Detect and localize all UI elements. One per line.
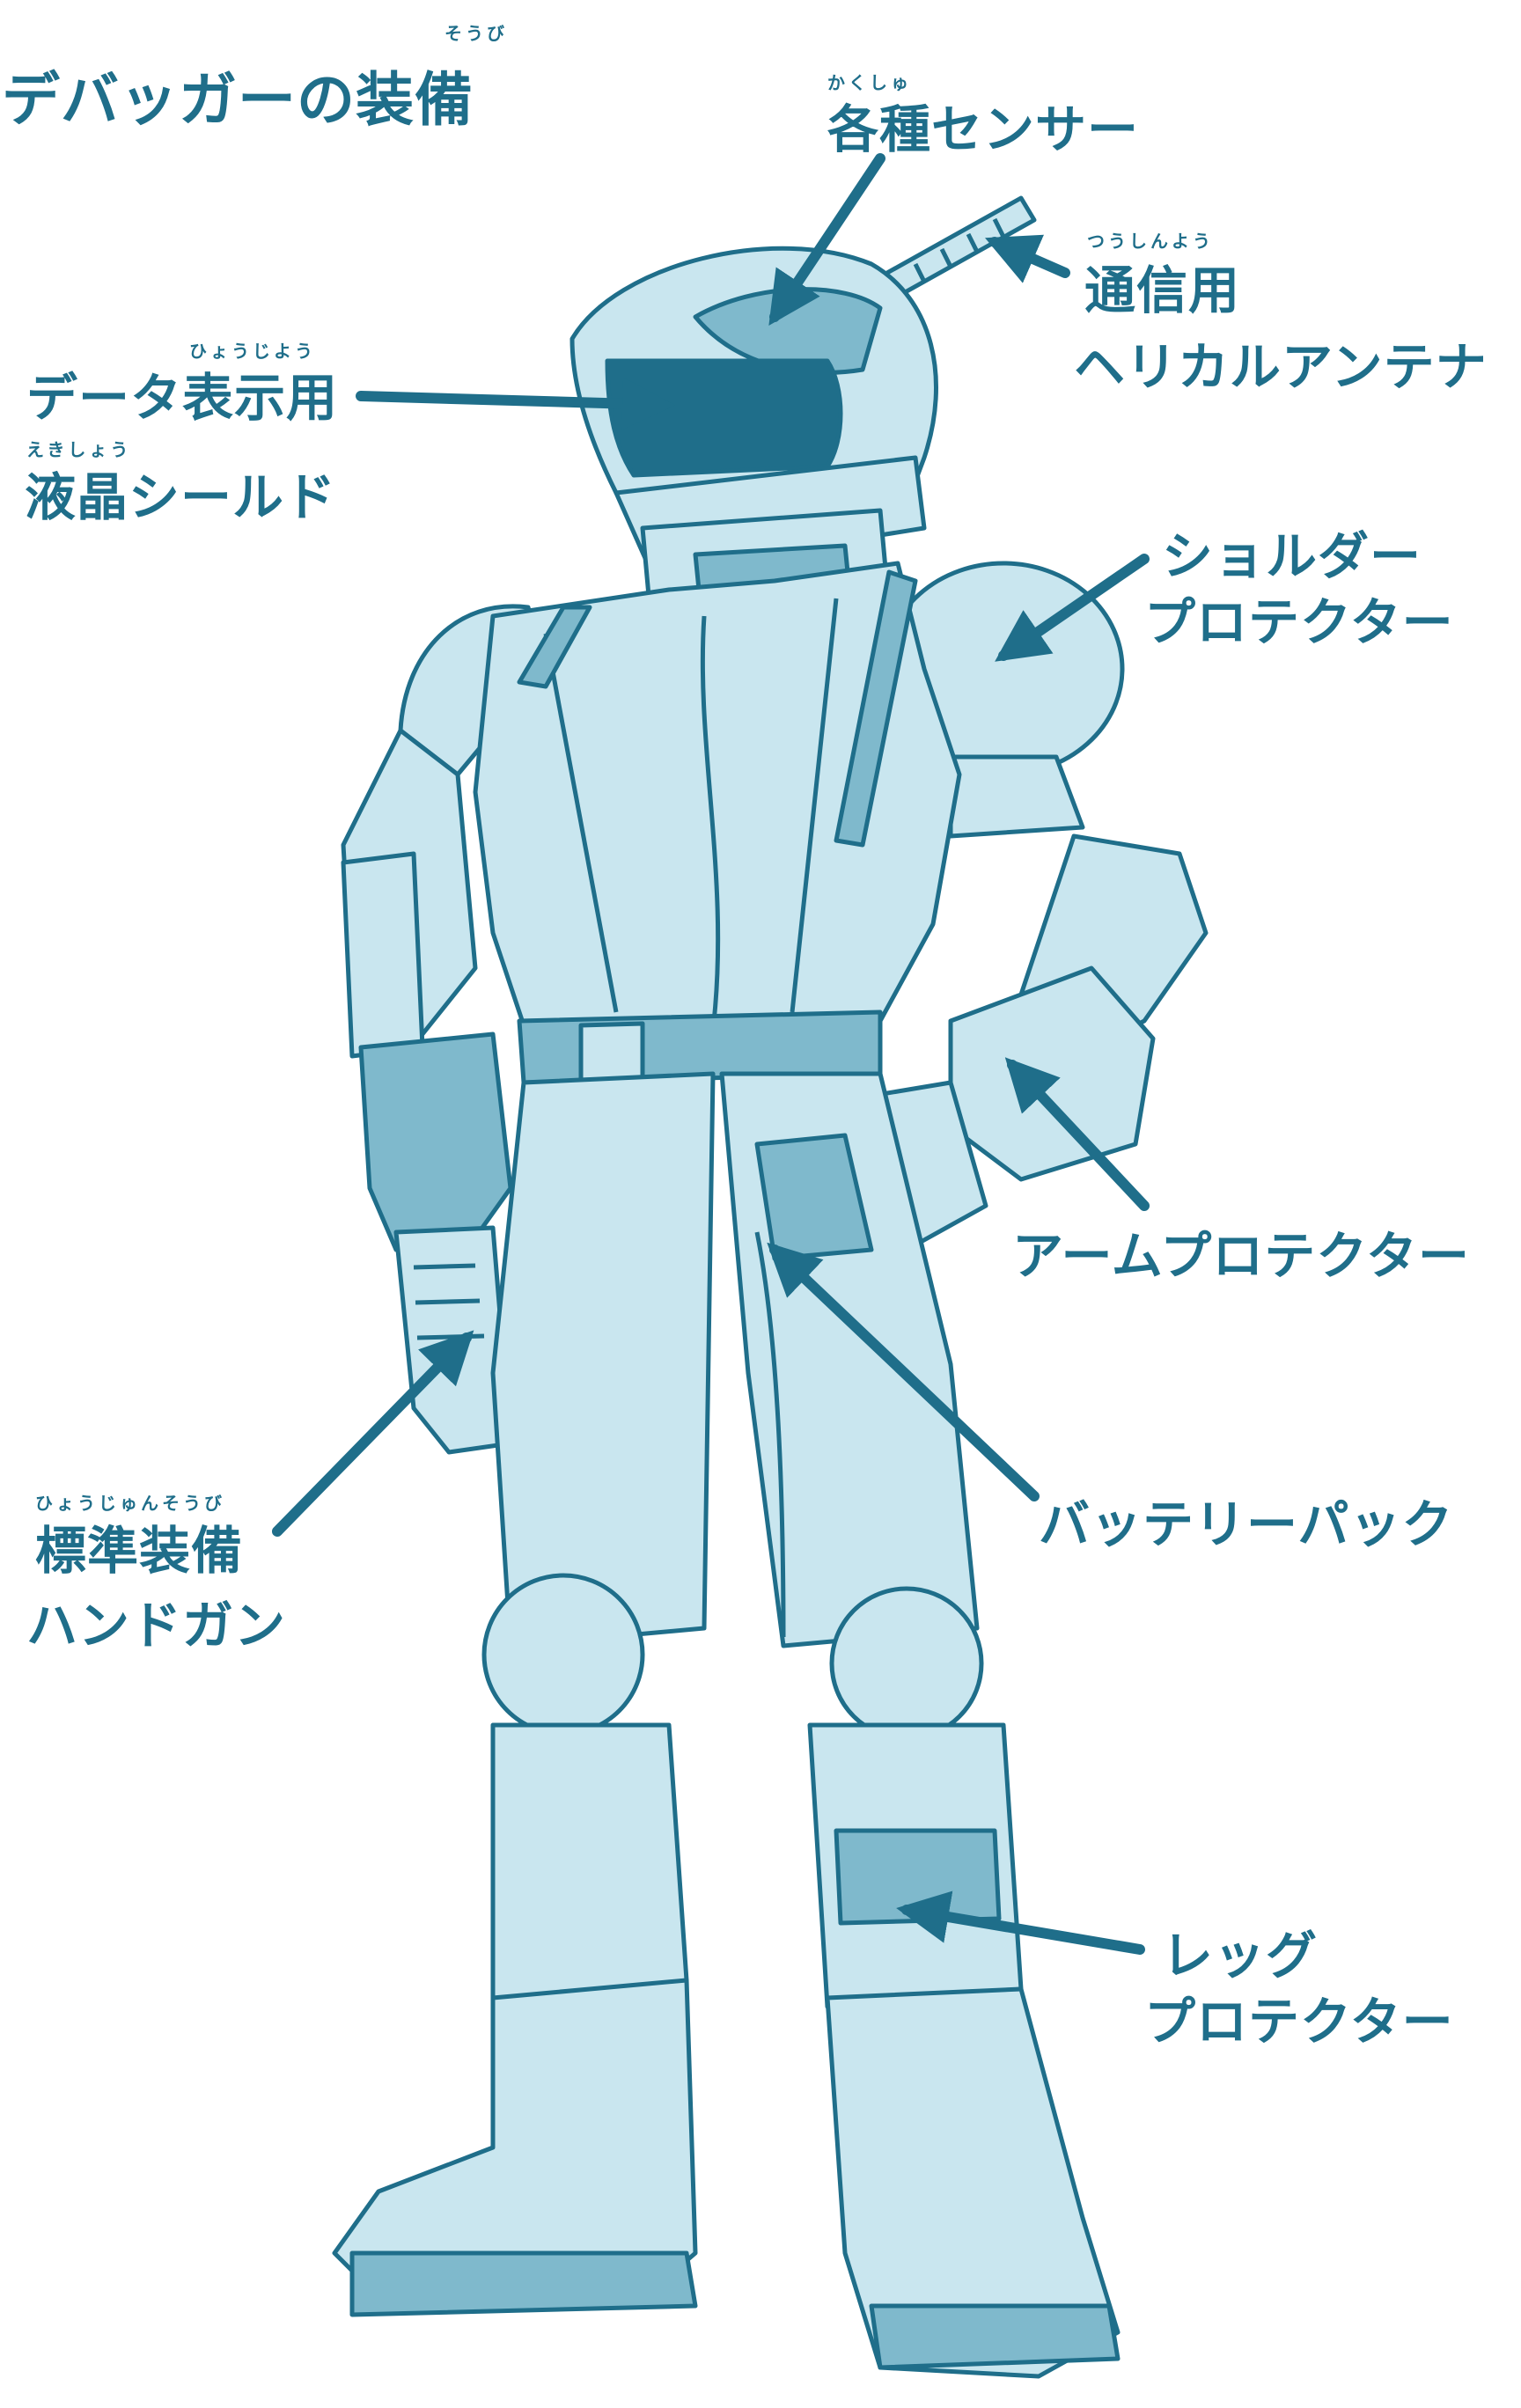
left-arm [341, 728, 478, 1059]
antenna-arrow [985, 234, 1070, 283]
battery-arrow [767, 1242, 1040, 1501]
handgun-label-line1: 標準装備 [35, 1521, 244, 1581]
handgun [358, 1031, 513, 1455]
boots [332, 1978, 1121, 2379]
title-ruby: そうび [445, 23, 508, 44]
sensor-label: 各種センサー [827, 99, 1140, 159]
shield-arrow [356, 377, 675, 430]
arm-protector-label: アームプロテクター [1012, 1226, 1470, 1286]
antenna-label-line1: 通信用 [1084, 261, 1241, 320]
left-knee-pad [481, 1573, 645, 1736]
battery-pack-label: バッテリーパック [1039, 1494, 1454, 1554]
right-knee-pad [829, 1586, 984, 1741]
battery-pack [754, 1133, 874, 1261]
shoulder-strap [834, 569, 918, 848]
antenna-ruby: つうしんよう [1087, 231, 1214, 252]
shield-label-line2: 液晶シールド [25, 467, 337, 527]
gun-ruby: ひょうじゅんそうび [35, 1493, 225, 1514]
shield-label-line1: データ表示用 [26, 368, 339, 428]
leg-arrow [896, 1890, 1145, 1955]
shoulder-label-line1: ショルダー [1162, 526, 1422, 586]
shield-ruby: ひょうじよう [189, 341, 316, 362]
page-title: デバッガーの装備 [2, 66, 474, 134]
handgun-label-line2: ハンドガン [26, 1596, 287, 1656]
leg-protector-label-line1: レッグ [1162, 1926, 1319, 1986]
shoulder-strap-left [517, 605, 592, 689]
arm-arrow [1004, 1057, 1150, 1211]
antenna-label-line2: ヘリカルアンテナ [1074, 337, 1488, 397]
leg-protectors [490, 1722, 1024, 2009]
shoulder-label-line2: プロテクター [1144, 592, 1454, 652]
gun-arrow [272, 1330, 474, 1537]
sensor-arrow [768, 153, 885, 326]
leg-protector-label-line2: プロテクター [1144, 1992, 1454, 2052]
sensor-ruby: かくしゅ [827, 72, 912, 93]
shoulder-arrow [995, 554, 1150, 662]
torso-suit [473, 561, 962, 1041]
shield-ruby-2: えきしょう [26, 439, 132, 460]
